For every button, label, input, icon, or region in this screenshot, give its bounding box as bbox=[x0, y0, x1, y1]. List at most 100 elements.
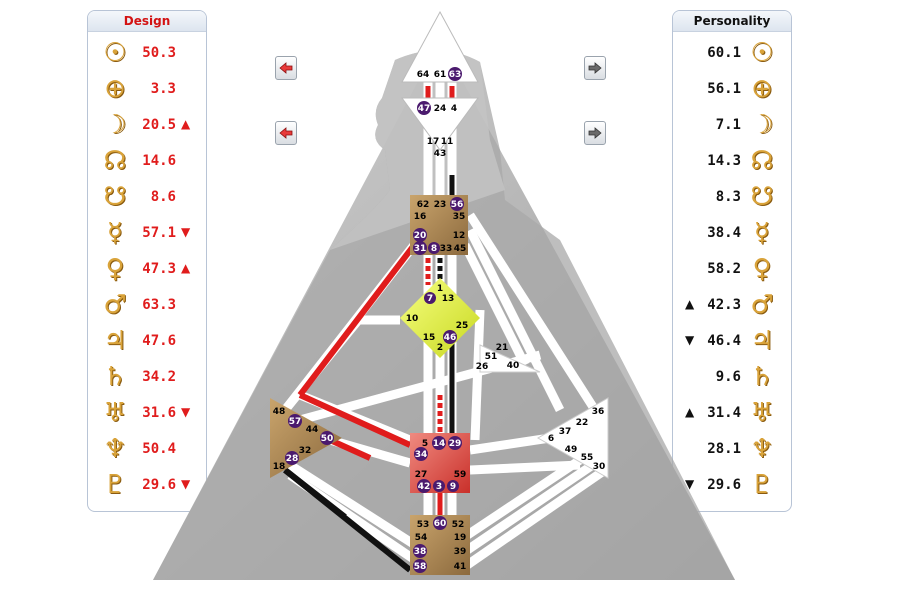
design-row-moon: ☽20.5▲ bbox=[88, 108, 206, 142]
design-value: 3.3 bbox=[150, 81, 176, 97]
gate-44: 44 bbox=[306, 425, 319, 435]
up-triangle-icon: ▲ bbox=[685, 297, 695, 311]
gate-29-marker bbox=[448, 436, 462, 450]
gate-45: 45 bbox=[454, 244, 467, 254]
design-row-north-node: ☊ 14.6 bbox=[88, 144, 206, 178]
gate-55: 55 bbox=[581, 453, 594, 463]
gate-60-marker bbox=[433, 516, 447, 530]
design-row-sun: ☉ 50.3 bbox=[88, 36, 206, 70]
ego-center[interactable] bbox=[479, 344, 541, 373]
gate-20: 20 bbox=[414, 231, 427, 241]
gate-31-marker bbox=[413, 241, 427, 255]
gate-24: 24 bbox=[434, 104, 447, 114]
g-center[interactable] bbox=[400, 278, 480, 358]
gate-47-marker bbox=[417, 101, 431, 115]
gate-8-marker bbox=[428, 242, 440, 254]
gate-14-marker bbox=[432, 436, 446, 450]
gate-37: 37 bbox=[559, 427, 572, 437]
gate-19: 19 bbox=[454, 533, 467, 543]
jupiter-icon: ♃ bbox=[750, 326, 774, 356]
gate-13: 13 bbox=[442, 294, 455, 304]
gate-51: 51 bbox=[485, 352, 498, 362]
gate-29: 29 bbox=[449, 439, 462, 449]
design-row-neptune: ♆50.4 bbox=[88, 432, 206, 466]
solar-plexus-center[interactable] bbox=[536, 397, 609, 479]
activated-channels bbox=[283, 86, 455, 573]
design-prev-button[interactable] bbox=[275, 56, 297, 80]
personality-value: 9.6 bbox=[715, 369, 741, 385]
gate-10: 10 bbox=[406, 314, 419, 324]
south-node-icon: ☋ bbox=[750, 182, 774, 212]
personality-value: 8.3 bbox=[715, 189, 741, 205]
personality-panel-title: Personality bbox=[673, 11, 791, 32]
design-prev-button-2[interactable] bbox=[275, 121, 297, 145]
gate-43: 43 bbox=[434, 149, 447, 159]
gate-18: 18 bbox=[273, 462, 286, 472]
design-value: 29.6 bbox=[142, 477, 176, 493]
earth-icon: ⊕ bbox=[751, 74, 773, 104]
pluto-icon: ♇ bbox=[750, 470, 774, 500]
gate-17: 17 bbox=[427, 137, 440, 147]
design-row-venus: ♀47.3▲ bbox=[88, 252, 206, 286]
personality-row-venus: ♀58.2 bbox=[673, 252, 791, 286]
sun-icon: ☉ bbox=[750, 38, 774, 68]
design-row-uranus: ♅31.6▼ bbox=[88, 396, 206, 430]
uranus-icon: ♅ bbox=[750, 398, 774, 428]
gate-40: 40 bbox=[507, 361, 520, 371]
gate-59: 59 bbox=[454, 470, 467, 480]
personality-row-mercury: ☿38.4 bbox=[673, 216, 791, 250]
south-node-icon: ☋ bbox=[103, 182, 127, 212]
gate-36: 36 bbox=[592, 407, 605, 417]
design-panel: Design ☉50.3⊕3.3☽20.5▲☊14.6☋8.6☿57.1▼♀47… bbox=[87, 10, 207, 512]
gate-38: 38 bbox=[414, 547, 427, 557]
north-node-icon: ☊ bbox=[103, 146, 127, 176]
design-row-saturn: ♄34.2 bbox=[88, 360, 206, 394]
gate-2: 2 bbox=[437, 343, 443, 353]
gate-27: 27 bbox=[415, 470, 428, 480]
personality-next-button-2[interactable] bbox=[584, 121, 606, 145]
gate-15: 15 bbox=[423, 333, 436, 343]
gate-54: 54 bbox=[415, 533, 428, 543]
gate-46: 46 bbox=[444, 333, 457, 343]
neptune-icon: ♆ bbox=[750, 434, 774, 464]
personality-value: 56.1 bbox=[707, 81, 741, 97]
gate-58: 58 bbox=[414, 562, 427, 572]
gate-50: 50 bbox=[321, 434, 334, 444]
personality-next-button[interactable] bbox=[584, 56, 606, 80]
moon-icon: ☽ bbox=[103, 110, 127, 140]
design-value: 14.6 bbox=[142, 153, 176, 169]
grey-right-arrow-icon bbox=[588, 127, 602, 139]
personality-value: 31.4 bbox=[707, 405, 741, 421]
gate-61: 61 bbox=[434, 70, 447, 80]
personality-row-neptune: ♆28.1 bbox=[673, 432, 791, 466]
gate-35: 35 bbox=[453, 212, 466, 222]
north-node-icon: ☊ bbox=[750, 146, 774, 176]
pluto-icon: ♇ bbox=[103, 470, 127, 500]
gate-9-marker bbox=[447, 480, 459, 492]
personality-row-saturn: ♄9.6 bbox=[673, 360, 791, 394]
gate-7-marker bbox=[424, 292, 436, 304]
design-value: 47.6 bbox=[142, 333, 176, 349]
design-row-south-node: ☋8.6 bbox=[88, 180, 206, 214]
down-triangle-icon: ▼ bbox=[685, 477, 695, 491]
gate-23: 23 bbox=[434, 200, 447, 210]
design-value: 57.1 bbox=[142, 225, 176, 241]
gate-60: 60 bbox=[434, 519, 447, 529]
sun-icon: ☉ bbox=[103, 38, 127, 68]
personality-row-pluto: ♇29.6▼ bbox=[673, 468, 791, 502]
gate-63-marker bbox=[448, 67, 462, 81]
gate-63: 63 bbox=[449, 70, 462, 80]
gate-7: 7 bbox=[427, 294, 433, 304]
head-center[interactable] bbox=[401, 10, 479, 83]
gate-31: 31 bbox=[414, 244, 427, 254]
gate-34-marker bbox=[414, 447, 428, 461]
design-value: 50.3 bbox=[142, 45, 176, 61]
gate-26: 26 bbox=[476, 362, 489, 372]
personality-row-north-node: ☊14.3 bbox=[673, 144, 791, 178]
gate-3-marker bbox=[433, 480, 445, 492]
uranus-icon: ♅ bbox=[103, 398, 127, 428]
gate-38-marker bbox=[413, 544, 427, 558]
gate-22: 22 bbox=[576, 418, 589, 428]
gate-28-marker bbox=[285, 451, 299, 465]
